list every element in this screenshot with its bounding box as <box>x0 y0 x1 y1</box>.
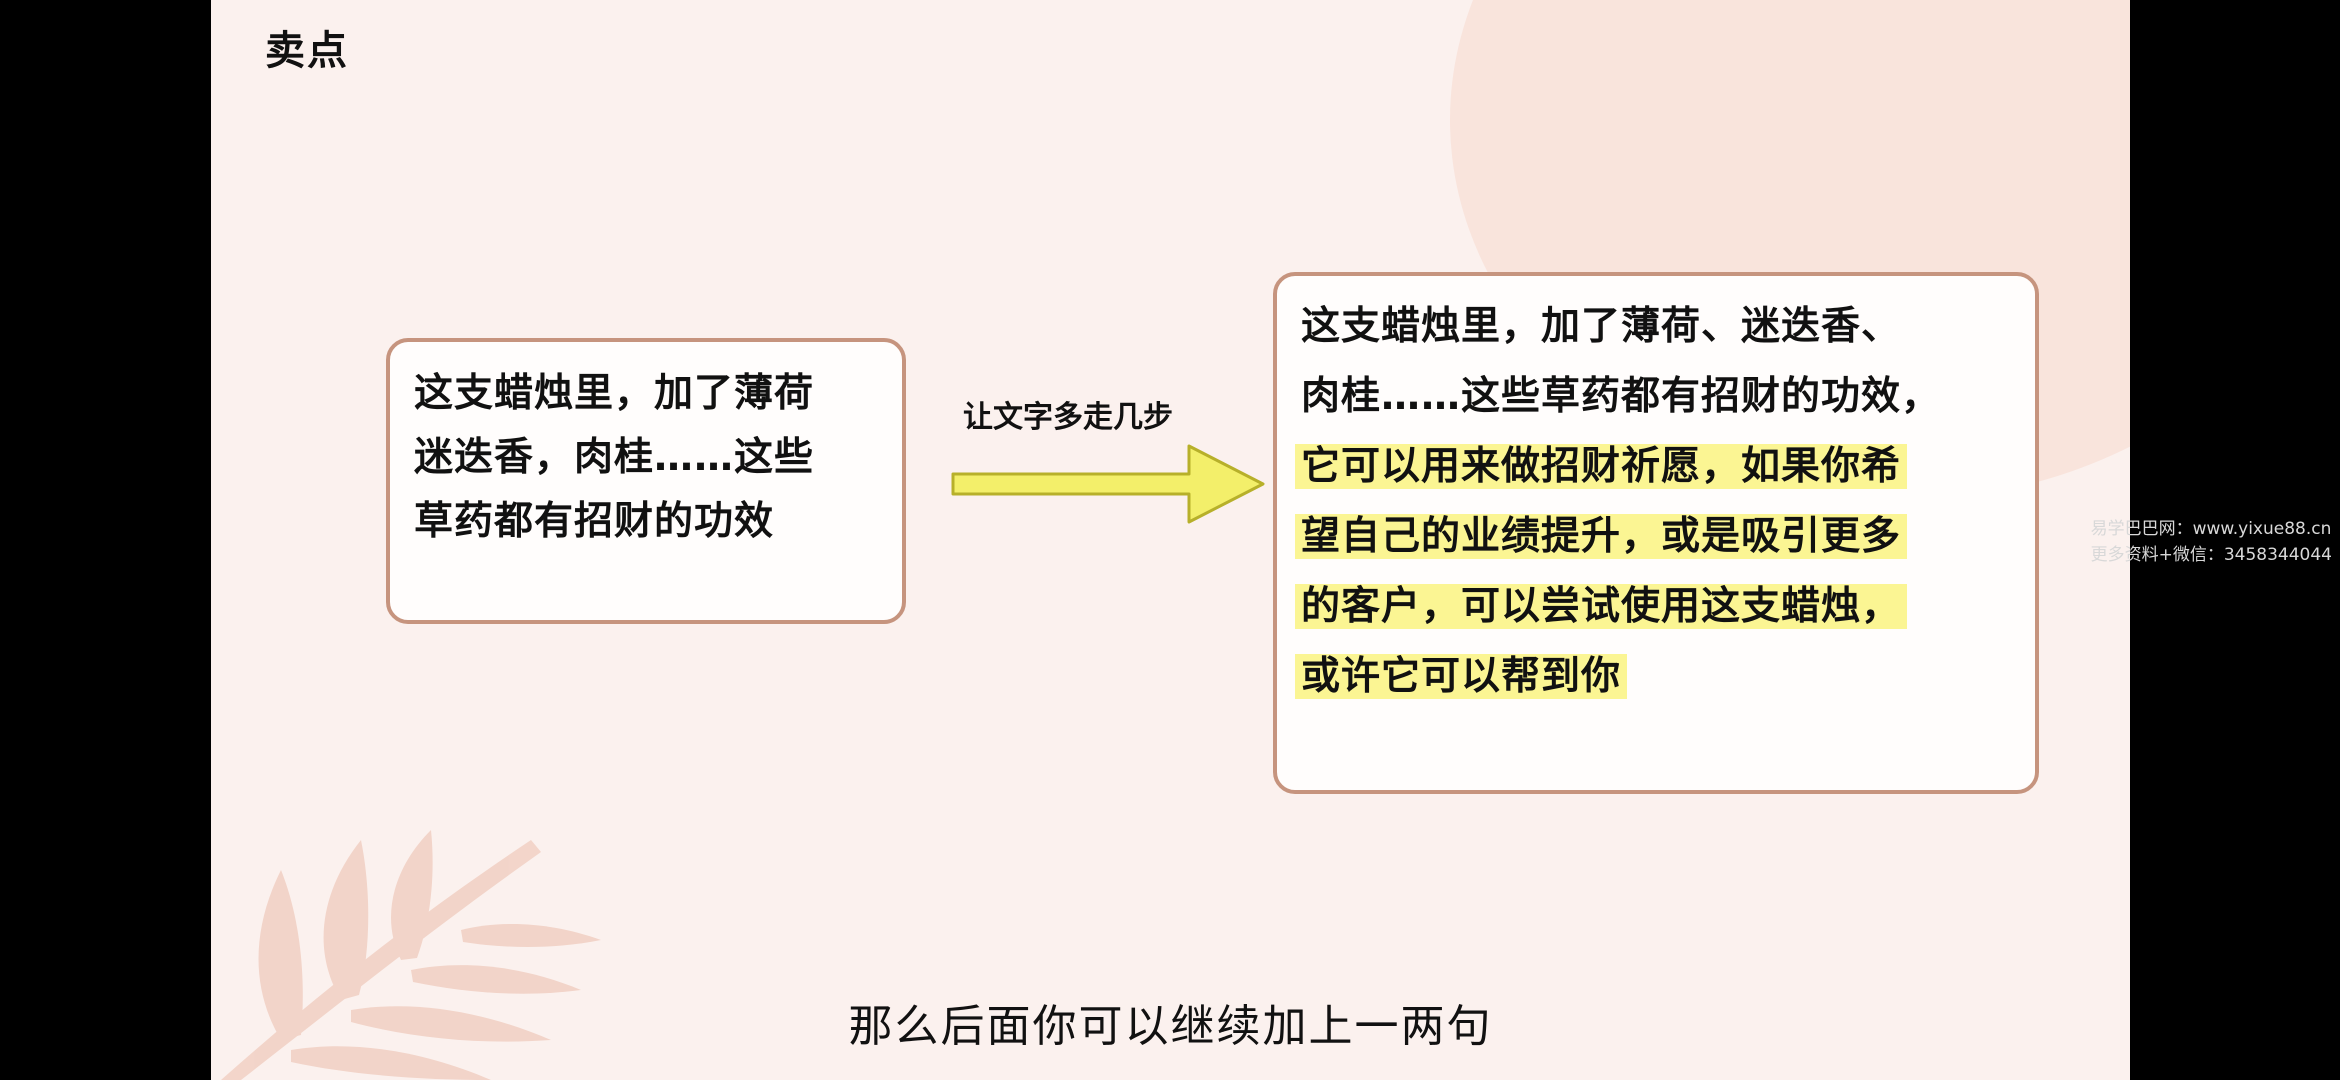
slide: 卖点 这支蜡烛里，加了薄荷 迷迭香，肉桂……这些 草药都有招财的功效 让文字多走… <box>211 0 2130 1080</box>
text-line: 这支蜡烛里，加了薄荷 <box>414 371 815 416</box>
highlighted-line: 望自己的业绩提升，或是吸引更多 <box>1295 502 2021 572</box>
palm-leaf-icon <box>221 830 601 1080</box>
original-text-box: 这支蜡烛里，加了薄荷 迷迭香，肉桂……这些 草药都有招财的功效 <box>386 338 906 624</box>
highlight: 望自己的业绩提升，或是吸引更多 <box>1295 514 1908 559</box>
text-line: 草药都有招财的功效 <box>414 499 775 544</box>
highlight: 或许它可以帮到你 <box>1295 654 1628 699</box>
expanded-text-box: 这支蜡烛里，加了薄荷、迷迭香、 肉桂……这些草药都有招财的功效， 它可以用来做招… <box>1273 272 2039 794</box>
highlight: 它可以用来做招财祈愿，如果你希 <box>1295 444 1908 489</box>
highlighted-line: 的客户，可以尝试使用这支蜡烛， <box>1295 572 2021 642</box>
text-line: 肉桂……这些草药都有招财的功效， <box>1301 374 1942 419</box>
text-line: 迷迭香，肉桂……这些 <box>414 435 815 480</box>
watermark: 易学巴巴网：www.yixue88.cn 更多资料+微信：3458344044 <box>2091 516 2332 568</box>
highlight: 的客户，可以尝试使用这支蜡烛， <box>1295 584 1908 629</box>
right-arrow-icon <box>951 444 1265 524</box>
subtitle-caption: 那么后面你可以继续加上一两句 <box>848 1001 1493 1052</box>
slide-title: 卖点 <box>265 28 349 74</box>
highlighted-line: 或许它可以帮到你 <box>1295 642 2021 712</box>
highlighted-line: 它可以用来做招财祈愿，如果你希 <box>1295 432 2021 502</box>
arrow-label: 让文字多走几步 <box>963 400 1173 435</box>
watermark-line: 易学巴巴网：www.yixue88.cn <box>2090 519 2332 539</box>
text-line: 这支蜡烛里，加了薄荷、迷迭香、 <box>1301 304 1902 349</box>
watermark-line: 更多资料+微信：3458344044 <box>2090 545 2332 565</box>
